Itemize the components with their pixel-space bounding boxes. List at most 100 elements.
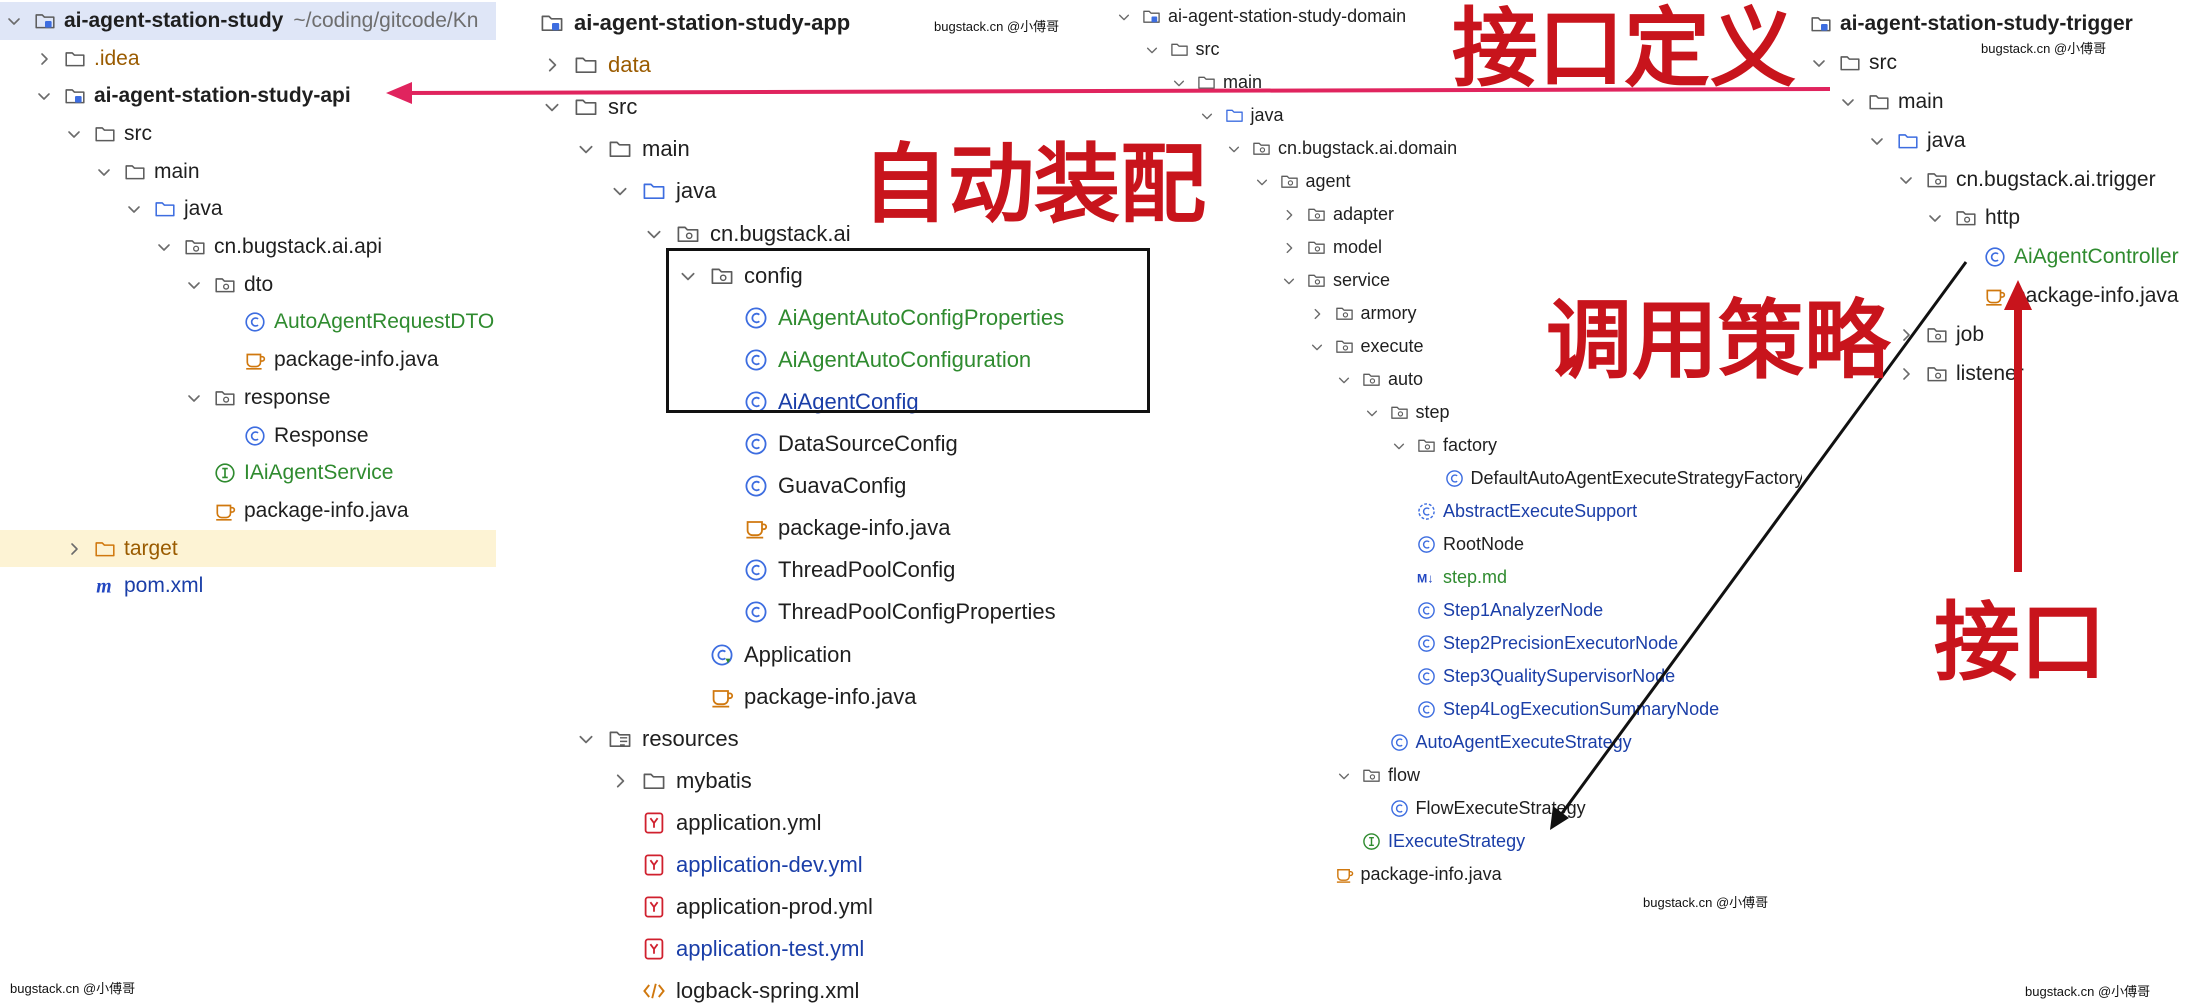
tree-node[interactable]: AbstractExecuteSupport	[1114, 495, 1802, 528]
tree-node[interactable]: package-info.java	[1114, 858, 1802, 888]
tree-node[interactable]: src	[1114, 33, 1802, 66]
tree-node[interactable]: application.yml	[496, 802, 1114, 844]
tree-node[interactable]: ai-agent-station-study-app	[496, 2, 1114, 44]
tree-node[interactable]: response	[0, 379, 496, 417]
tree-node[interactable]: FlowExecuteStrategy	[1114, 792, 1802, 825]
tree-node[interactable]: Step2PrecisionExecutorNode	[1114, 627, 1802, 660]
tree-node[interactable]: m pom.xml	[0, 568, 496, 605]
tree-node-label: Step3QualitySupervisorNode	[1443, 666, 1676, 686]
tree-node-label: GuavaConfig	[778, 473, 907, 499]
tree-node-label: ThreadPoolConfigProperties	[778, 599, 1056, 625]
tree-node[interactable]: AiAgentController	[1798, 238, 2194, 277]
annotation-auto-assembly: 自动装配	[862, 135, 1206, 235]
tree-node[interactable]: cn.bugstack.ai.trigger	[1798, 160, 2194, 199]
tree-node[interactable]: logback-spring.xml	[496, 970, 1114, 1006]
tree-node[interactable]: armory	[1114, 297, 1802, 330]
tree-node[interactable]: application-test.yml	[496, 928, 1114, 970]
tree-node[interactable]: Application	[496, 634, 1114, 676]
tree-node-label: AiAgentController	[2014, 245, 2179, 269]
tree-node[interactable]: package-info.java	[0, 492, 496, 530]
tree-node[interactable]: agent	[1114, 165, 1802, 198]
tree-node[interactable]: Response	[0, 417, 496, 455]
tree-node[interactable]: src	[0, 115, 496, 153]
module-folder-icon	[64, 85, 86, 107]
tree-node[interactable]: ThreadPoolConfig	[496, 549, 1114, 591]
tree-node-label: pom.xml	[124, 574, 204, 598]
tree-node[interactable]: model	[1114, 231, 1802, 264]
tree-node[interactable]: AutoAgentExecuteStrategy	[1114, 726, 1802, 759]
tree-node[interactable]: java	[496, 170, 1114, 212]
tree-node[interactable]: RootNode	[1114, 528, 1802, 561]
tree-node[interactable]: DefaultAutoAgentExecuteStrategyFactory	[1114, 462, 1802, 495]
class-icon	[744, 348, 768, 372]
tree-node[interactable]: main	[1114, 66, 1802, 99]
tree-node[interactable]: AiAgentConfig	[496, 381, 1114, 423]
tree-node[interactable]: M↓step.md	[1114, 561, 1802, 594]
tree-node[interactable]: factory	[1114, 429, 1802, 462]
tree-node[interactable]: cn.bugstack.ai.domain	[1114, 132, 1802, 165]
tree-node[interactable]: .idea	[0, 40, 496, 78]
tree-node-label: IAiAgentService	[244, 461, 394, 485]
tree-node[interactable]: ai-agent-station-study~/coding/gitcode/K…	[0, 2, 496, 40]
tree-node-label: Step2PrecisionExecutorNode	[1443, 633, 1679, 653]
tree-node[interactable]: Step4LogExecutionSummaryNode	[1114, 693, 1802, 726]
tree-node[interactable]: data	[496, 44, 1114, 86]
tree-node[interactable]: main	[0, 153, 496, 191]
tree-node[interactable]: ai-agent-station-study-trigger	[1798, 5, 2194, 44]
tree-node[interactable]: ai-agent-station-study-api	[0, 77, 496, 115]
tree-node-label: package-info.java	[744, 683, 917, 709]
source-folder-icon	[1225, 106, 1244, 125]
tree-node[interactable]: step	[1114, 396, 1802, 429]
tree-node[interactable]: adapter	[1114, 198, 1802, 231]
resources-folder-icon	[608, 727, 632, 751]
tree-node[interactable]: AiAgentAutoConfiguration	[496, 339, 1114, 381]
tree-node-label: src	[608, 94, 638, 120]
tree-node[interactable]: package-info.java	[496, 507, 1114, 549]
watermark: bugstack.cn @小傅哥	[10, 981, 136, 996]
tree-node[interactable]: application-dev.yml	[496, 844, 1114, 886]
java-file-icon	[1984, 285, 2006, 307]
tree-node[interactable]: package-info.java	[496, 676, 1114, 718]
tree-node[interactable]: AutoAgentRequestDTO	[0, 304, 496, 342]
tree-node[interactable]: cn.bugstack.ai.api	[0, 228, 496, 266]
folder-icon	[1868, 91, 1890, 113]
tree-node-label: package-info.java	[778, 515, 951, 541]
tree-node[interactable]: package-info.java	[0, 341, 496, 379]
maven-icon: m	[94, 575, 116, 598]
tree-node[interactable]: GuavaConfig	[496, 465, 1114, 507]
package-icon	[1335, 304, 1354, 323]
tree-node[interactable]: config	[496, 255, 1114, 297]
tree-node[interactable]: AiAgentAutoConfigProperties	[496, 297, 1114, 339]
tree-node[interactable]: Step1AnalyzerNode	[1114, 594, 1802, 627]
tree-node[interactable]: DataSourceConfig	[496, 423, 1114, 465]
tree-node[interactable]: cn.bugstack.ai	[496, 213, 1114, 255]
tree-node[interactable]: service	[1114, 264, 1802, 297]
tree-node-label: resources	[642, 725, 739, 751]
tree-node[interactable]: java	[1114, 99, 1802, 132]
class-icon	[1417, 634, 1436, 653]
tree-node[interactable]: execute	[1114, 330, 1802, 363]
tree-node-label: RootNode	[1443, 534, 1525, 554]
tree-node[interactable]: http	[1798, 199, 2194, 238]
tree-node[interactable]: ai-agent-station-study-domain	[1114, 0, 1802, 33]
tree-node[interactable]: main	[1798, 83, 2194, 122]
tree-node[interactable]: auto	[1114, 363, 1802, 396]
tree-node[interactable]: Step3QualitySupervisorNode	[1114, 660, 1802, 693]
tree-node[interactable]: main	[496, 128, 1114, 170]
tree-node[interactable]: java	[0, 191, 496, 229]
tree-node[interactable]: src	[496, 86, 1114, 128]
tree-node[interactable]: IExecuteStrategy	[1114, 825, 1802, 858]
tree-node[interactable]: application-prod.yml	[496, 886, 1114, 928]
tree-node[interactable]: java	[1798, 121, 2194, 160]
tree-node[interactable]: ThreadPoolConfigProperties	[496, 591, 1114, 633]
tree-node[interactable]: dto	[0, 266, 496, 304]
tree-node[interactable]: target	[0, 529, 496, 568]
tree-node-label: config	[744, 262, 803, 288]
tree-node[interactable]: mybatis	[496, 760, 1114, 802]
tree-node[interactable]: IAiAgentService	[0, 454, 496, 492]
tree-node[interactable]: src	[1798, 44, 2194, 83]
yaml-file-icon	[642, 811, 666, 835]
tree-node[interactable]: flow	[1114, 759, 1802, 792]
source-folder-icon	[642, 179, 666, 203]
tree-node[interactable]: resources	[496, 718, 1114, 760]
